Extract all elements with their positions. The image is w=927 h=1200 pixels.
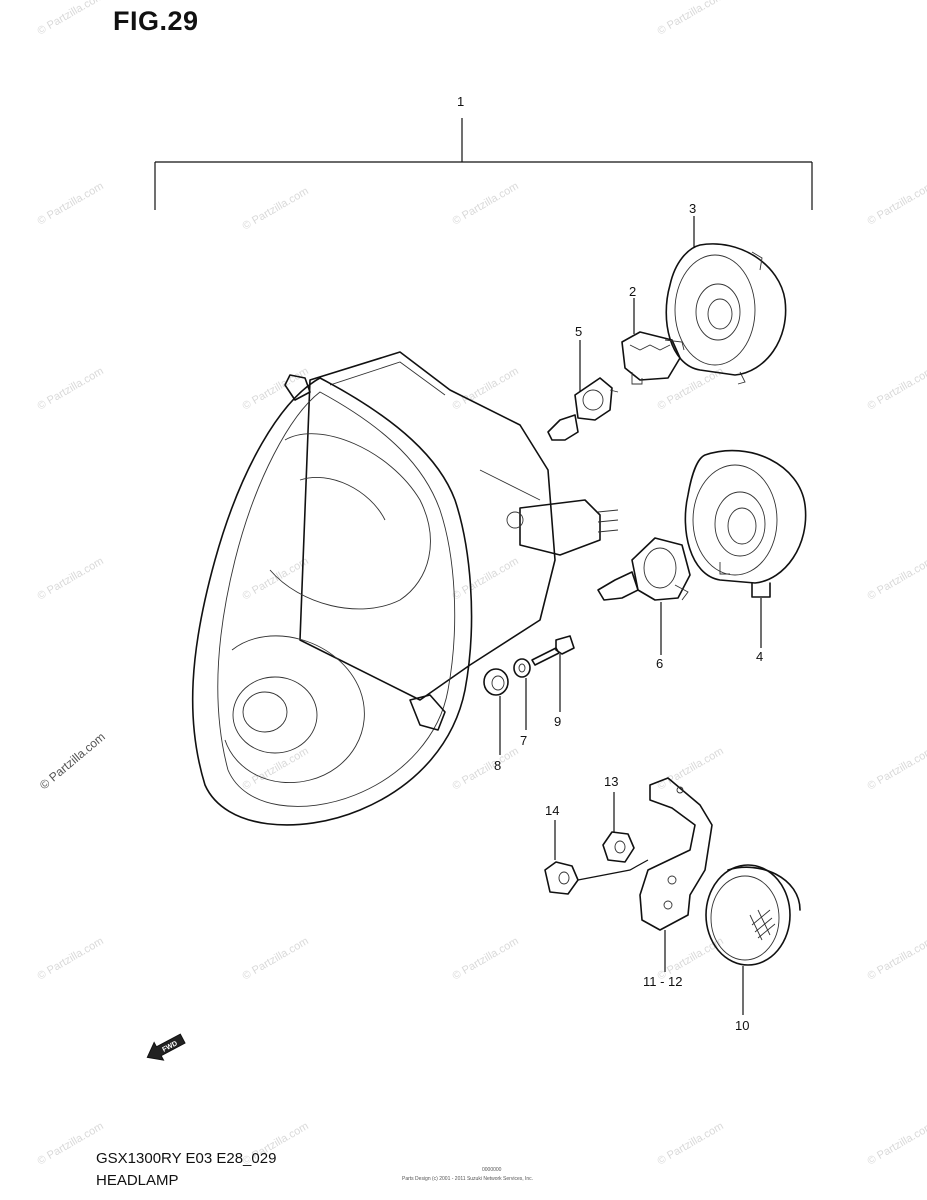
watermark: © Partzilla.com xyxy=(36,365,106,412)
callout-6: 6 xyxy=(656,656,663,671)
callout-8: 8 xyxy=(494,758,501,773)
watermark: © Partzilla.com xyxy=(36,180,106,227)
forward-arrow-label: FWD xyxy=(161,1040,178,1054)
watermark: © Partzilla.com xyxy=(866,365,927,412)
callout-4: 4 xyxy=(756,649,763,664)
figure-title: FIG.29 xyxy=(113,6,199,36)
watermark: © Partzilla.com xyxy=(656,1120,726,1167)
callout-7: 7 xyxy=(520,733,527,748)
watermark: © Partzilla.com xyxy=(241,745,311,792)
fine-print-copyright: Parts Design (c) 2001 - 2011 Suzuki Netw… xyxy=(402,1176,534,1182)
callout-13: 13 xyxy=(604,774,618,789)
watermark: © Partzilla.com xyxy=(241,365,311,412)
figure-code: GSX1300RY E03 E28_029 xyxy=(96,1150,277,1167)
callout-2: 2 xyxy=(629,284,636,299)
callout-5: 5 xyxy=(575,324,582,339)
watermark: © Partzilla.com xyxy=(656,0,726,38)
watermark: © Partzilla.com xyxy=(36,0,106,38)
fine-print-code: 0000000 xyxy=(482,1167,502,1173)
callout-14: 14 xyxy=(545,803,559,818)
figure-name: HEADLAMP xyxy=(96,1172,179,1189)
part-5-bulb[interactable] xyxy=(547,377,619,441)
watermark: © Partzilla.com xyxy=(241,935,311,982)
headlamp-housing[interactable] xyxy=(191,351,619,826)
part-4-lower-cap[interactable] xyxy=(684,449,807,598)
watermark: © Partzilla.com xyxy=(36,555,106,602)
part-10-lens-cap[interactable] xyxy=(705,864,801,966)
watermark: © Partzilla.com xyxy=(451,745,521,792)
watermark: © Partzilla.com xyxy=(866,935,927,982)
callout-3: 3 xyxy=(689,201,696,216)
part-13-nut[interactable] xyxy=(602,831,635,863)
leader-lines xyxy=(499,216,762,1015)
part-7-washer[interactable] xyxy=(513,658,531,678)
watermark: © Partzilla.com xyxy=(656,745,726,792)
watermark: © Partzilla.com xyxy=(866,555,927,602)
part-9-bolt[interactable] xyxy=(531,635,575,666)
callouts: 1 3 2 5 6 4 9 7 8 13 14 11 - 12 10 xyxy=(457,94,763,1033)
watermark: © Partzilla.com xyxy=(451,555,521,602)
watermark: © Partzilla.com xyxy=(451,180,521,227)
watermark-layer: © Partzilla.com © Partzilla.com © Partzi… xyxy=(36,0,927,1168)
part-6-bulb[interactable] xyxy=(597,537,691,601)
callout-11-12: 11 - 12 xyxy=(643,974,683,989)
watermark-prominent: © Partzilla.com xyxy=(37,730,108,793)
forward-arrow-icon: FWD xyxy=(146,1033,186,1061)
part-11-12-bracket[interactable] xyxy=(639,777,713,931)
watermark: © Partzilla.com xyxy=(866,745,927,792)
watermark: © Partzilla.com xyxy=(241,185,311,232)
watermark: © Partzilla.com xyxy=(451,365,521,412)
part-14-cap-nut[interactable] xyxy=(544,859,649,895)
watermark: © Partzilla.com xyxy=(866,180,927,227)
assembly-bracket xyxy=(154,118,813,210)
part-3-upper-cap[interactable] xyxy=(665,243,787,385)
watermark: © Partzilla.com xyxy=(451,935,521,982)
callout-10: 10 xyxy=(735,1018,749,1033)
watermark: © Partzilla.com xyxy=(36,935,106,982)
part-2-socket[interactable] xyxy=(621,331,685,385)
watermark: © Partzilla.com xyxy=(866,1120,927,1167)
watermark: © Partzilla.com xyxy=(241,555,311,602)
callout-1: 1 xyxy=(457,94,464,109)
part-8-grommet[interactable] xyxy=(483,668,509,696)
callout-9: 9 xyxy=(554,714,561,729)
